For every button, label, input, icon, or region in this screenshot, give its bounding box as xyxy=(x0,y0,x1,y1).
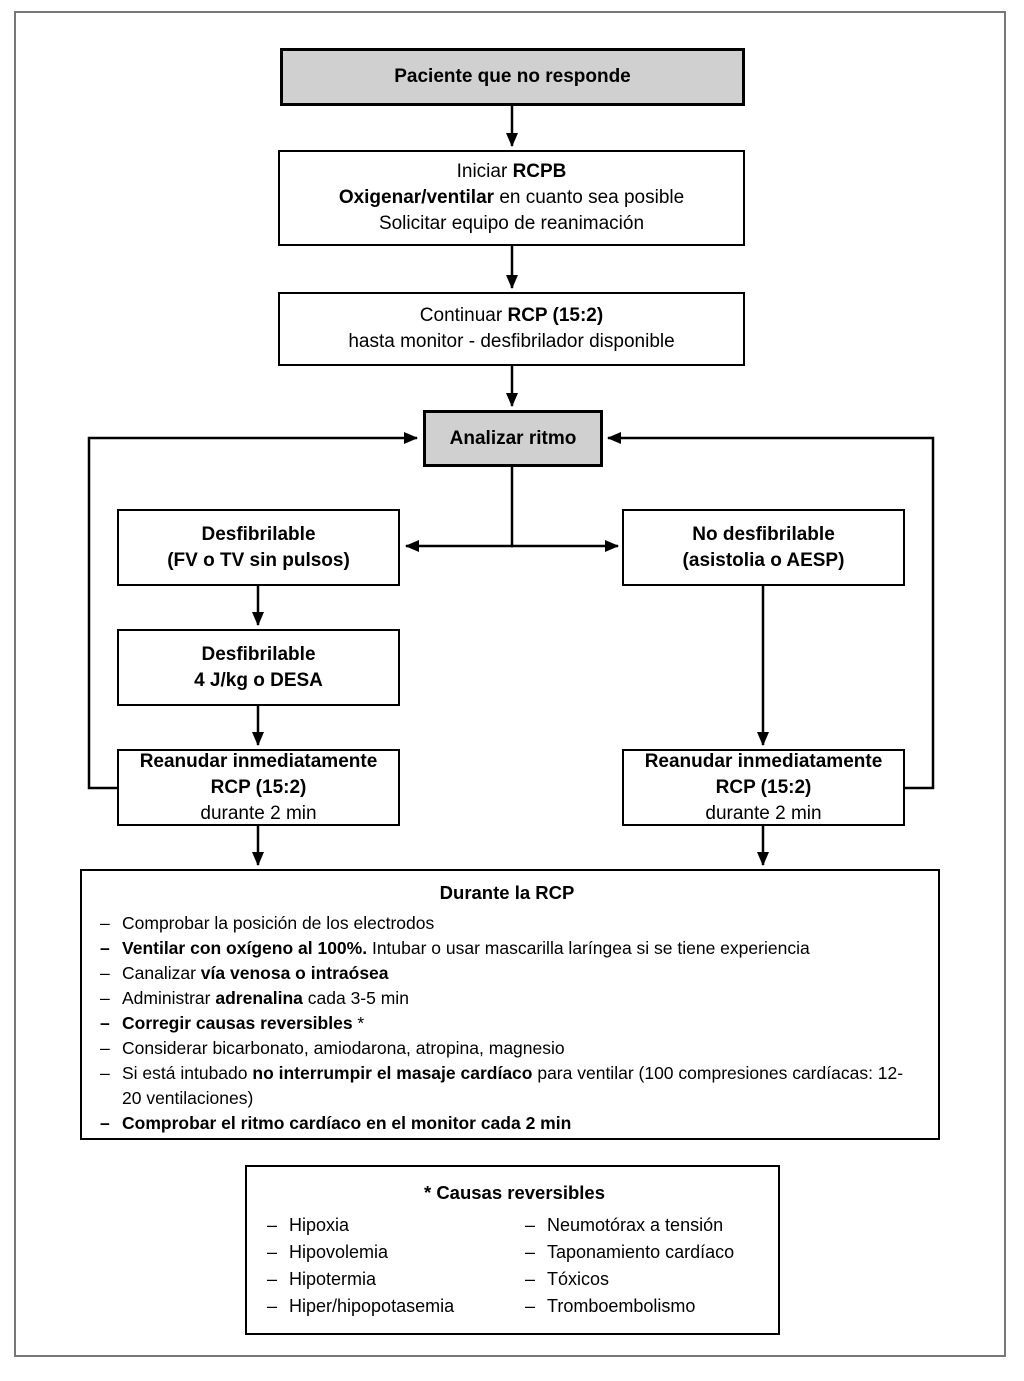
node-text-line: 4 J/kg o DESA xyxy=(194,669,323,691)
list-item: –Neumotórax a tensión xyxy=(525,1215,724,1235)
node-no-desfibrilable: No desfibrilable (asistolia o AESP) xyxy=(622,509,905,586)
node-text-line: Desfibrilable xyxy=(201,523,316,545)
node-causas-reversibles: * Causas reversibles –Hipoxia –Hipovolemi… xyxy=(245,1165,780,1335)
diagram-frame xyxy=(14,11,1006,1357)
list-item: –Considerar bicarbonato, amiodarona, atr… xyxy=(100,1038,565,1058)
node-text-line: Reanudar inmediatamente xyxy=(139,750,378,772)
list-item: –Hipotermia xyxy=(267,1269,377,1289)
list-item: –Ventilar con oxígeno al 100%. Intubar o… xyxy=(100,938,810,958)
list-item: –Hipovolemia xyxy=(267,1242,389,1262)
node-desfibrilable-fv-tv: Desfibrilable (FV o TV sin pulsos) xyxy=(117,509,400,586)
list-item: –Si está intubado no interrumpir el masa… xyxy=(100,1063,904,1108)
list-item: –Canalizar vía venosa o intraósea xyxy=(100,963,389,983)
node-paciente-no-responde: Paciente que no responde xyxy=(280,48,745,106)
node-text-line: Desfibrilable xyxy=(201,643,316,665)
list-item: –Corregir causas reversibles * xyxy=(100,1013,365,1033)
causas-column-left: –Hipoxia –Hipovolemia –Hipotermia –Hiper/hi… xyxy=(267,1212,525,1320)
node-text-line: Solicitar equipo de reanimación xyxy=(378,213,645,234)
node-analizar-ritmo: Analizar ritmo xyxy=(423,410,603,467)
node-text-line: RCP (15:2) xyxy=(210,776,307,798)
node-text-line: Iniciar RCPB xyxy=(456,161,567,182)
node-text-line: Paciente que no responde xyxy=(394,66,631,87)
list-item: –Comprobar la posición de los electrodos xyxy=(100,913,435,933)
causas-column-right: –Neumotórax a tensión –Taponamiento cardí… xyxy=(525,1212,762,1320)
node-text-line: Oxigenar/ventilar en cuanto sea posible xyxy=(338,187,685,208)
list-item: –Hipoxia xyxy=(267,1215,350,1235)
node-text-line: durante 2 min xyxy=(705,802,822,824)
causas-columns: –Hipoxia –Hipovolemia –Hipotermia –Hiper/hi… xyxy=(267,1212,762,1320)
node-continuar-rcp: Continuar RCP (15:2) hasta monitor - desf… xyxy=(278,292,745,366)
list-item: –Tóxicos xyxy=(525,1269,610,1289)
list-item: –Taponamiento cardíaco xyxy=(525,1242,735,1262)
node-durante-la-rcp: Durante la RCP –Comprobar la posición de… xyxy=(80,869,940,1140)
durante-item-list: –Comprobar la posición de los electrodos… xyxy=(100,911,914,1136)
node-iniciar-rcpb: Iniciar RCPB Oxigenar/ventilar en cuanto … xyxy=(278,150,745,246)
node-text-line: hasta monitor - desfibrilador disponible xyxy=(348,331,675,352)
list-item: –Administrar adrenalina cada 3-5 min xyxy=(100,988,409,1008)
node-text-line: durante 2 min xyxy=(200,802,317,824)
node-text-line: (FV o TV sin pulsos) xyxy=(167,549,350,571)
durante-title: Durante la RCP xyxy=(439,882,575,903)
node-text-line: RCP (15:2) xyxy=(715,776,812,798)
list-item: –Comprobar el ritmo cardíaco en el monit… xyxy=(100,1113,572,1133)
node-text-line: Analizar ritmo xyxy=(449,427,577,449)
node-desfibrilable-4jkg-desa: Desfibrilable 4 J/kg o DESA xyxy=(117,629,400,706)
node-text-line: Continuar RCP (15:2) xyxy=(419,305,604,326)
node-text-line: Reanudar inmediatamente xyxy=(644,750,883,772)
node-text-line: (asistolia o AESP) xyxy=(682,549,845,571)
node-text-line: No desfibrilable xyxy=(692,523,835,545)
causas-title: * Causas reversibles xyxy=(423,1182,605,1203)
list-item: –Hiper/hipopotasemia xyxy=(267,1296,455,1316)
list-item: –Tromboembolismo xyxy=(525,1296,696,1316)
